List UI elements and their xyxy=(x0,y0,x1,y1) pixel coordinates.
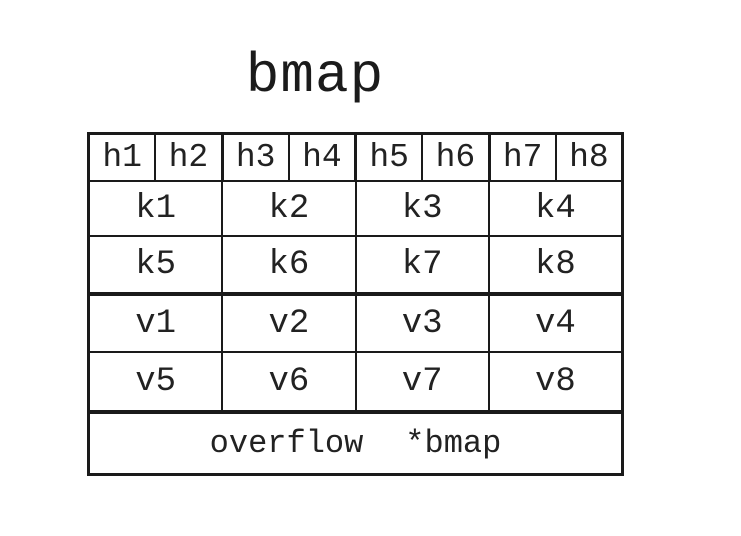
key-cell-k6: k6 xyxy=(221,237,354,292)
values-row-2: v5 v6 v7 v8 xyxy=(90,351,621,410)
value-cell-v3: v3 xyxy=(354,296,488,351)
overflow-row: overflow *bmap xyxy=(90,410,621,473)
tophash-cell-h6: h6 xyxy=(421,135,487,180)
bmap-table: h1 h2 h3 h4 h5 h6 h7 h8 k1 k2 k3 k4 k5 k… xyxy=(87,132,624,476)
overflow-label: overflow xyxy=(209,424,364,462)
value-cell-v8: v8 xyxy=(487,353,621,410)
tophash-cell-h8: h8 xyxy=(554,135,621,180)
tophash-cell-h7: h7 xyxy=(487,135,555,180)
value-cell-v7: v7 xyxy=(354,353,488,410)
value-cell-v5: v5 xyxy=(135,362,177,401)
value-cell-v1: v1 xyxy=(135,304,177,343)
value-cell-v4: v4 xyxy=(487,296,621,351)
tophash-cell-h4: h4 xyxy=(287,135,354,180)
value-cell-v2: v2 xyxy=(221,296,354,351)
key-cell-k1: k1 xyxy=(135,189,177,228)
tophash-cell-h5: h5 xyxy=(354,135,421,180)
key-cell-k4: k4 xyxy=(487,182,621,235)
diagram-title: bmap xyxy=(245,44,385,108)
keys-row-2: k5 k6 k7 k8 xyxy=(90,235,621,292)
key-cell-k3: k3 xyxy=(354,182,488,235)
tophash-cell-h2: h2 xyxy=(154,135,220,180)
keys-row-1: k1 k2 k3 k4 xyxy=(90,180,621,235)
key-cell-k7: k7 xyxy=(354,237,488,292)
key-cell-k2: k2 xyxy=(221,182,354,235)
key-cell-k5: k5 xyxy=(135,245,177,284)
values-row-1: v1 v2 v3 v4 xyxy=(90,292,621,351)
key-cell-k8: k8 xyxy=(487,237,621,292)
tophash-cell-h1: h1 xyxy=(102,139,142,176)
overflow-type-label: *bmap xyxy=(405,424,502,462)
value-cell-v6: v6 xyxy=(221,353,354,410)
tophash-row: h1 h2 h3 h4 h5 h6 h7 h8 xyxy=(90,135,621,180)
tophash-cell-h3: h3 xyxy=(220,135,288,180)
overflow-cell: overflow *bmap xyxy=(90,414,621,473)
